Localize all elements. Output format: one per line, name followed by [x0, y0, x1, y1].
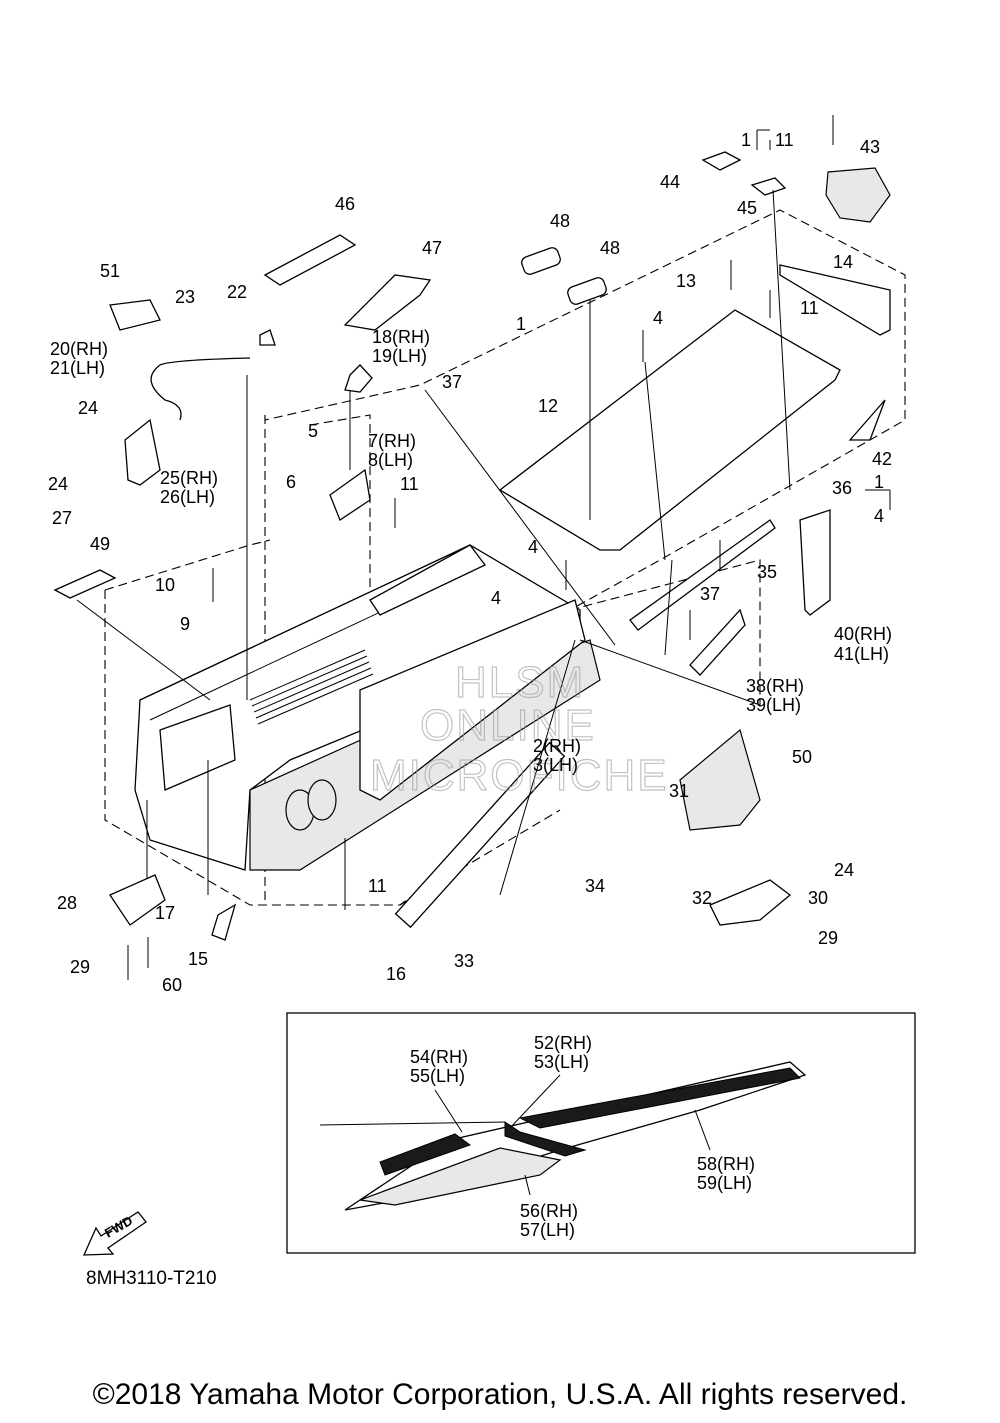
- callout-5: 5: [308, 421, 318, 441]
- decal-inset: [286, 1012, 916, 1254]
- callout-35: 35: [757, 562, 777, 582]
- callout-10: 10: [155, 575, 175, 595]
- small-parts: [53, 151, 891, 941]
- callout-17: 17: [155, 903, 175, 923]
- callout-20: 20(RH): [50, 339, 108, 359]
- vent-slots: [249, 649, 374, 725]
- callout-29a: 29: [70, 957, 90, 977]
- callout-labels: 1 11 43 44 45 46 47 48 48 51 23 22 20(RH…: [48, 130, 892, 1240]
- callout-37a: 37: [442, 372, 462, 392]
- callout-37b: 37: [700, 584, 720, 604]
- callout-51: 51: [100, 261, 120, 281]
- callout-47: 47: [422, 238, 442, 258]
- callout-14: 14: [833, 252, 853, 272]
- callout-11-mid: 11: [400, 474, 419, 494]
- callout-4-mid: 4: [653, 308, 663, 328]
- callout-27: 27: [52, 508, 72, 528]
- callout-45: 45: [737, 198, 757, 218]
- callout-23: 23: [175, 287, 195, 307]
- callout-40: 40(RH): [834, 624, 892, 644]
- callout-26: 26(LH): [160, 487, 215, 507]
- callout-29b: 29: [818, 928, 838, 948]
- watermark-line-3: MICROFICHE: [370, 751, 669, 800]
- callout-49: 49: [90, 534, 110, 554]
- top-panel: [498, 309, 841, 551]
- callout-44: 44: [660, 172, 680, 192]
- callout-59: 59(LH): [697, 1173, 752, 1193]
- callout-33: 33: [454, 951, 474, 971]
- callout-4-left: 4: [491, 588, 501, 608]
- fwd-arrow-icon: FWD: [82, 1211, 147, 1256]
- callout-31: 31: [669, 781, 689, 801]
- callout-9: 9: [180, 614, 190, 634]
- callout-4-center: 4: [528, 537, 538, 557]
- callout-56: 56(RH): [520, 1201, 578, 1221]
- callout-42: 42: [872, 449, 892, 469]
- callout-57: 57(LH): [520, 1220, 575, 1240]
- callout-43: 43: [860, 137, 880, 157]
- watermark-line-2: ONLINE: [420, 701, 596, 750]
- callout-50: 50: [792, 747, 812, 767]
- callout-3: 3(LH): [533, 755, 578, 775]
- callout-1-top: 1: [741, 130, 751, 150]
- diagram-code: 8MH3110-T210: [86, 1268, 217, 1289]
- callout-48b: 48: [600, 238, 620, 258]
- watermark: HLSM ONLINE MICROFICHE: [369, 657, 669, 800]
- callout-24a: 24: [78, 398, 98, 418]
- callout-41: 41(LH): [834, 644, 889, 664]
- callout-19: 19(LH): [372, 346, 427, 366]
- callout-48a: 48: [550, 211, 570, 231]
- callout-11-right: 11: [800, 298, 819, 318]
- watermark-line-1: HLSM: [455, 658, 585, 707]
- callout-36: 36: [832, 478, 852, 498]
- callout-22: 22: [227, 282, 247, 302]
- callout-32: 32: [692, 888, 712, 908]
- callout-60: 60: [162, 975, 182, 995]
- copyright-notice: ©2018 Yamaha Motor Corporation, U.S.A. A…: [92, 1378, 908, 1411]
- callout-54: 54(RH): [410, 1047, 468, 1067]
- callout-34: 34: [585, 876, 605, 896]
- leader-lines: [76, 129, 891, 910]
- callout-46: 46: [335, 194, 355, 214]
- callout-21: 21(LH): [50, 358, 105, 378]
- callout-1-br: 1: [874, 472, 884, 492]
- callout-11-low: 11: [368, 876, 387, 896]
- callout-16: 16: [386, 964, 406, 984]
- callout-24c: 24: [834, 860, 854, 880]
- callout-12: 12: [538, 396, 558, 416]
- fasteners: [127, 115, 834, 980]
- callout-4-br: 4: [874, 506, 884, 526]
- callout-7: 7(RH): [368, 431, 416, 451]
- callout-13: 13: [676, 271, 696, 291]
- callout-52: 52(RH): [534, 1033, 592, 1053]
- callout-15: 15: [188, 949, 208, 969]
- callout-30: 30: [808, 888, 828, 908]
- callout-39: 39(LH): [746, 695, 801, 715]
- callout-38: 38(RH): [746, 676, 804, 696]
- tunnel-assembly: [134, 544, 601, 871]
- callout-6: 6: [286, 472, 296, 492]
- callout-28: 28: [57, 893, 77, 913]
- callout-1-mid: 1: [516, 314, 526, 334]
- callout-11-top: 11: [775, 130, 794, 150]
- callout-24b: 24: [48, 474, 68, 494]
- callout-8: 8(LH): [368, 450, 413, 470]
- callout-58: 58(RH): [697, 1154, 755, 1174]
- callout-55: 55(LH): [410, 1066, 465, 1086]
- callout-18: 18(RH): [372, 327, 430, 347]
- callout-25: 25(RH): [160, 468, 218, 488]
- callout-2: 2(RH): [533, 736, 581, 756]
- callout-53: 53(LH): [534, 1052, 589, 1072]
